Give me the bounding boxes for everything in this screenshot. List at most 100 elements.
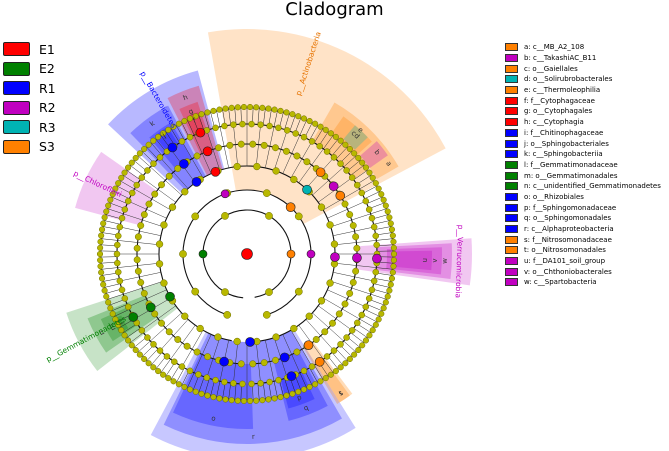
tree-node bbox=[294, 212, 303, 221]
tree-node bbox=[253, 397, 260, 404]
tree-node bbox=[125, 337, 132, 344]
biomarker-node-t bbox=[303, 340, 314, 350]
tree-leaf-branch bbox=[186, 372, 195, 389]
tree-node bbox=[128, 342, 135, 349]
tree-leaf-branch bbox=[234, 383, 237, 401]
taxon-legend-label: q: o__Sphingomonadales bbox=[524, 214, 612, 223]
tree-node bbox=[384, 208, 391, 215]
tree-node bbox=[171, 358, 178, 366]
group-legend-swatch bbox=[3, 81, 30, 95]
tree-leaf-branch bbox=[160, 359, 171, 374]
tree-node bbox=[384, 293, 391, 300]
tree-node bbox=[317, 378, 324, 385]
tree-node bbox=[165, 375, 172, 382]
tree-branch-spoke bbox=[330, 280, 371, 295]
tree-node bbox=[272, 144, 279, 152]
taxon-legend-item: m: o__Gemmatimonadales bbox=[505, 170, 661, 181]
tree-node bbox=[368, 214, 376, 222]
tree-node bbox=[317, 123, 324, 130]
phylum-node bbox=[198, 249, 208, 259]
tree-leaf-branch bbox=[309, 367, 319, 383]
taxon-legend-label: a: c__MB_A2_108 bbox=[524, 43, 585, 52]
taxon-legend-item: w: c__Spartobacteria bbox=[505, 277, 661, 288]
tree-node bbox=[160, 371, 167, 378]
tree-node bbox=[386, 214, 393, 221]
tree-leaf-branch bbox=[359, 318, 375, 328]
tree-node bbox=[134, 267, 142, 275]
tree-branch-spoke bbox=[128, 289, 167, 308]
tree-layer bbox=[96, 103, 398, 405]
tree-leaf-branch bbox=[216, 381, 221, 398]
tree-leaf-branch bbox=[366, 196, 383, 204]
tree-node bbox=[133, 256, 141, 264]
biomarker-node-b bbox=[328, 181, 339, 192]
tree-node bbox=[160, 130, 167, 137]
group-legend-label: E2 bbox=[39, 61, 55, 76]
tree-node bbox=[114, 241, 121, 249]
group-legend-label: R2 bbox=[39, 100, 56, 115]
taxon-highlight-v bbox=[386, 247, 442, 275]
tree-branch-spoke bbox=[233, 341, 239, 384]
biomarker-node-v bbox=[352, 253, 362, 263]
biomarker-node-c bbox=[315, 167, 326, 178]
tree-node bbox=[174, 165, 182, 172]
taxon-legend-item: c: o__Gaiellales bbox=[505, 63, 661, 74]
tree-node bbox=[341, 200, 349, 208]
taxon-sector-letter: j bbox=[160, 131, 167, 139]
tree-node bbox=[144, 334, 151, 341]
tree-node bbox=[369, 327, 376, 334]
tree-node bbox=[138, 327, 146, 334]
tree-node bbox=[216, 106, 223, 113]
tree-node bbox=[372, 232, 379, 240]
tree-node bbox=[365, 206, 373, 213]
tree-node bbox=[118, 286, 126, 294]
tree-node bbox=[158, 319, 165, 327]
tree-leaf-branch bbox=[299, 119, 308, 136]
taxon-legend-label: b: c__TakashiAC_B11 bbox=[524, 54, 597, 63]
tree-node bbox=[132, 347, 139, 354]
tree-node bbox=[380, 305, 387, 312]
group-legend-item: R1 bbox=[3, 79, 56, 97]
tree-node bbox=[259, 104, 266, 111]
tree-leaf-branch bbox=[103, 220, 121, 225]
tree-node bbox=[97, 257, 104, 264]
tree-node bbox=[155, 133, 162, 140]
tree-node bbox=[352, 267, 360, 275]
biomarker-node-k bbox=[191, 177, 202, 187]
tree-branch-spoke bbox=[255, 341, 261, 384]
taxon-legend-swatch bbox=[505, 75, 518, 84]
tree-node bbox=[96, 250, 104, 258]
tree-node bbox=[277, 107, 284, 114]
tree-node bbox=[249, 360, 257, 368]
tree-node bbox=[343, 334, 350, 341]
tree-node bbox=[355, 347, 362, 354]
tree-leaf-branch bbox=[107, 293, 124, 300]
taxon-highlight-d bbox=[343, 125, 368, 150]
phylum-node bbox=[220, 189, 230, 199]
tree-leaf-branch bbox=[263, 108, 266, 126]
tree-node bbox=[223, 311, 232, 319]
biomarker-node-s bbox=[314, 356, 325, 367]
taxon-legend-swatch bbox=[505, 267, 518, 276]
tree-leaf-branch bbox=[257, 383, 260, 401]
tree-node bbox=[144, 167, 151, 174]
tree-node bbox=[156, 154, 164, 161]
tree-node bbox=[150, 364, 157, 371]
group-legend-label: R1 bbox=[39, 80, 56, 96]
tree-branch-spoke bbox=[312, 312, 344, 342]
tree-node bbox=[389, 232, 396, 239]
group-legend-item: E2 bbox=[3, 60, 56, 78]
tree-node bbox=[283, 392, 290, 399]
tree-node bbox=[103, 293, 110, 300]
tree-node bbox=[141, 355, 148, 363]
taxon-highlight-t bbox=[303, 341, 353, 405]
tree-leaf-branch bbox=[137, 340, 151, 353]
clade-band-verrucomicrobia bbox=[355, 238, 472, 286]
tree-leaf-branch bbox=[204, 378, 210, 395]
tree-node bbox=[253, 104, 260, 111]
tree-node bbox=[277, 394, 284, 401]
tree-node bbox=[234, 397, 241, 404]
taxon-legend-swatch bbox=[505, 150, 518, 159]
tree-node bbox=[388, 226, 395, 233]
tree-node bbox=[151, 190, 159, 198]
